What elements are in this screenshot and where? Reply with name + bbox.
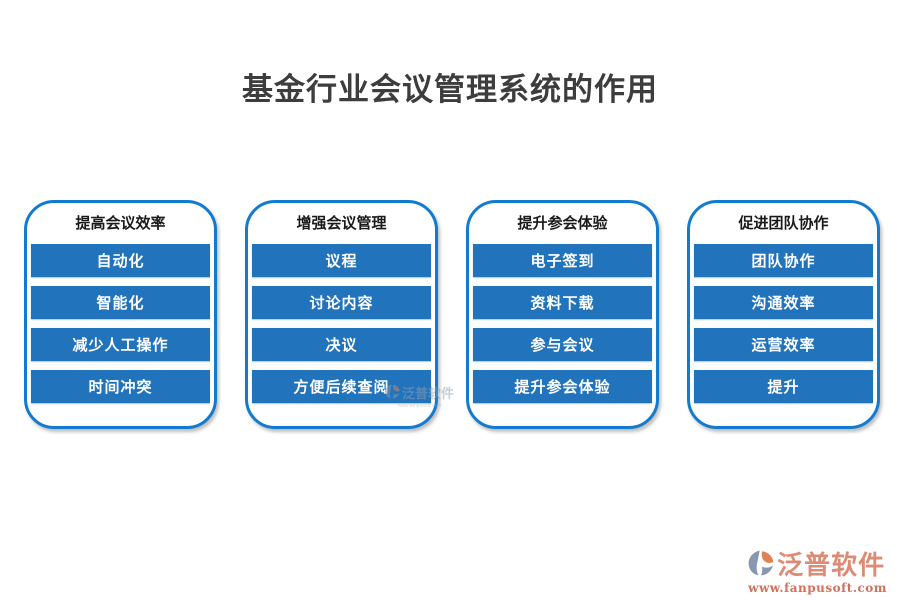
card-item-button[interactable]: 提升 xyxy=(694,370,873,403)
card-item-button[interactable]: 电子签到 xyxy=(473,244,652,277)
footer-brand-url[interactable]: www.fanpusoft.com xyxy=(748,581,887,595)
card-header: 促进团队协作 xyxy=(738,215,829,232)
footer-brand: 泛普软件 www.fanpusoft.com xyxy=(748,550,887,594)
watermark-url-text: www.fanpusoft.com xyxy=(397,403,442,409)
watermark-brand-text: 泛普软件 xyxy=(402,386,455,401)
card-item-button[interactable]: 提升参会体验 xyxy=(473,370,652,403)
card-item-button[interactable]: 沟通效率 xyxy=(694,286,873,319)
card-improve-attendance-experience: 提升参会体验 电子签到 资料下载 参与会议 提升参会体验 xyxy=(466,200,659,429)
card-item-button[interactable]: 决议 xyxy=(252,328,431,361)
card-item-button[interactable]: 方便后续查阅 xyxy=(252,370,431,403)
card-improve-meeting-efficiency: 提高会议效率 自动化 智能化 减少人工操作 时间冲突 xyxy=(24,200,217,429)
card-item-button[interactable]: 讨论内容 xyxy=(252,286,431,319)
card-item-button[interactable]: 运营效率 xyxy=(694,328,873,361)
card-item-button[interactable]: 时间冲突 xyxy=(31,370,210,403)
card-item-button[interactable]: 智能化 xyxy=(31,286,210,319)
card-item-button[interactable]: 资料下载 xyxy=(473,286,652,319)
card-promote-team-collaboration: 促进团队协作 团队协作 沟通效率 运营效率 提升 xyxy=(687,200,880,429)
card-header: 提升参会体验 xyxy=(517,215,608,232)
fanpu-logo-icon xyxy=(385,384,400,403)
card-item-button[interactable]: 自动化 xyxy=(31,244,210,277)
footer-brand-text: 泛普软件 xyxy=(777,550,886,580)
page-title: 基金行业会议管理系统的作用 xyxy=(242,72,658,108)
card-enhance-meeting-management: 增强会议管理 议程 讨论内容 决议 方便后续查阅 xyxy=(245,200,438,429)
card-item-button[interactable]: 议程 xyxy=(252,244,431,277)
watermark: 泛普软件 www.fanpusoft.com xyxy=(385,384,454,409)
card-header: 提高会议效率 xyxy=(75,215,166,232)
card-item-button[interactable]: 团队协作 xyxy=(694,244,873,277)
card-item-button[interactable]: 参与会议 xyxy=(473,328,652,361)
card-item-button[interactable]: 减少人工操作 xyxy=(31,328,210,361)
fanpu-logo-icon xyxy=(748,550,774,580)
card-header: 增强会议管理 xyxy=(296,215,387,232)
